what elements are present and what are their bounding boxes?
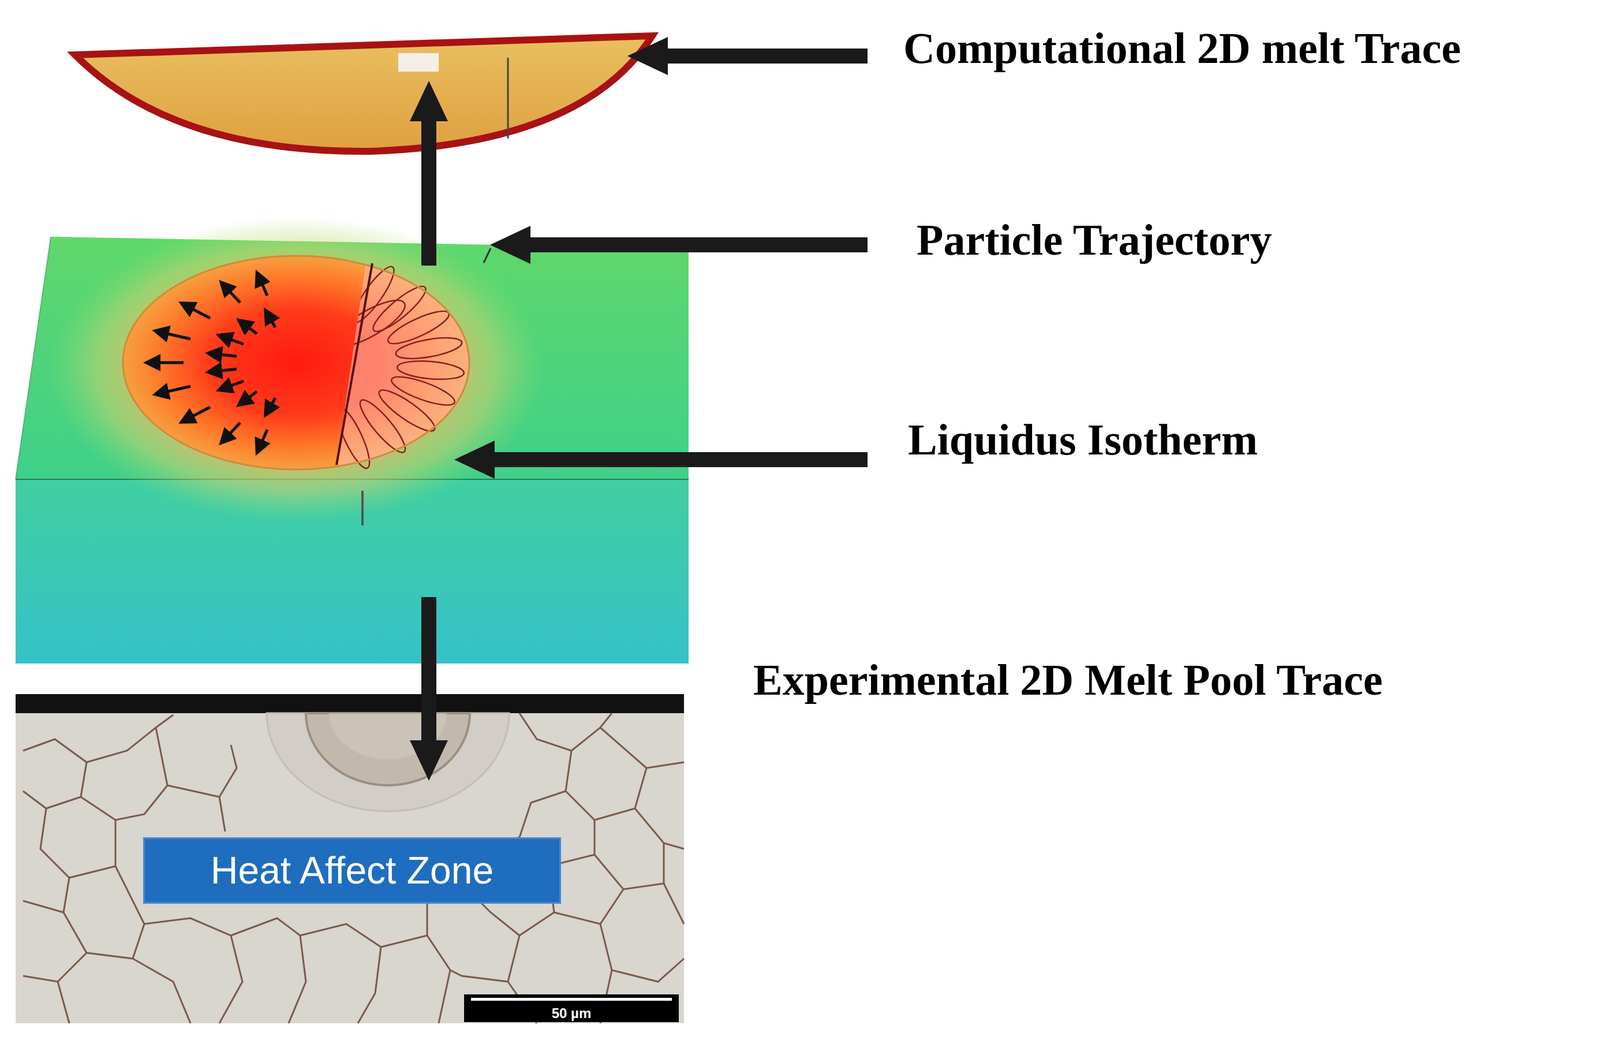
liquidus-isotherm (122, 255, 470, 470)
callout-label: Experimental 2D Melt Pool Trace (753, 654, 1383, 705)
node-text: Heat Affect Zone (210, 849, 494, 892)
heat-glow (47, 216, 545, 523)
probe-line (483, 248, 491, 263)
grain-boundaries (23, 712, 684, 1023)
trace-line (507, 57, 510, 139)
melt-pool (122, 255, 470, 470)
block-edge (15, 236, 51, 480)
trace-marker (398, 53, 439, 72)
velocity-arrows (148, 274, 276, 451)
melt-pool-cut (122, 255, 470, 470)
callout-label: Particle Trajectory (916, 214, 1272, 265)
callout-label: Computational 2D melt Trace (903, 23, 1461, 74)
scale-bar: 50 µm (464, 993, 679, 1022)
cut-plane (336, 263, 373, 465)
micrograph-edge (15, 693, 684, 713)
melt-pool-section (305, 712, 470, 785)
micrograph (15, 693, 684, 1023)
probe-line (361, 490, 364, 526)
node-text: 50 µm (551, 1005, 592, 1021)
particle-loops (322, 249, 465, 472)
melt-trace (75, 35, 653, 152)
haz-halo (266, 712, 510, 811)
zone-label-box: Heat Affect Zone (143, 836, 562, 904)
scale-bar-line (470, 997, 672, 1001)
callout-label: Liquidus Isotherm (907, 414, 1258, 465)
